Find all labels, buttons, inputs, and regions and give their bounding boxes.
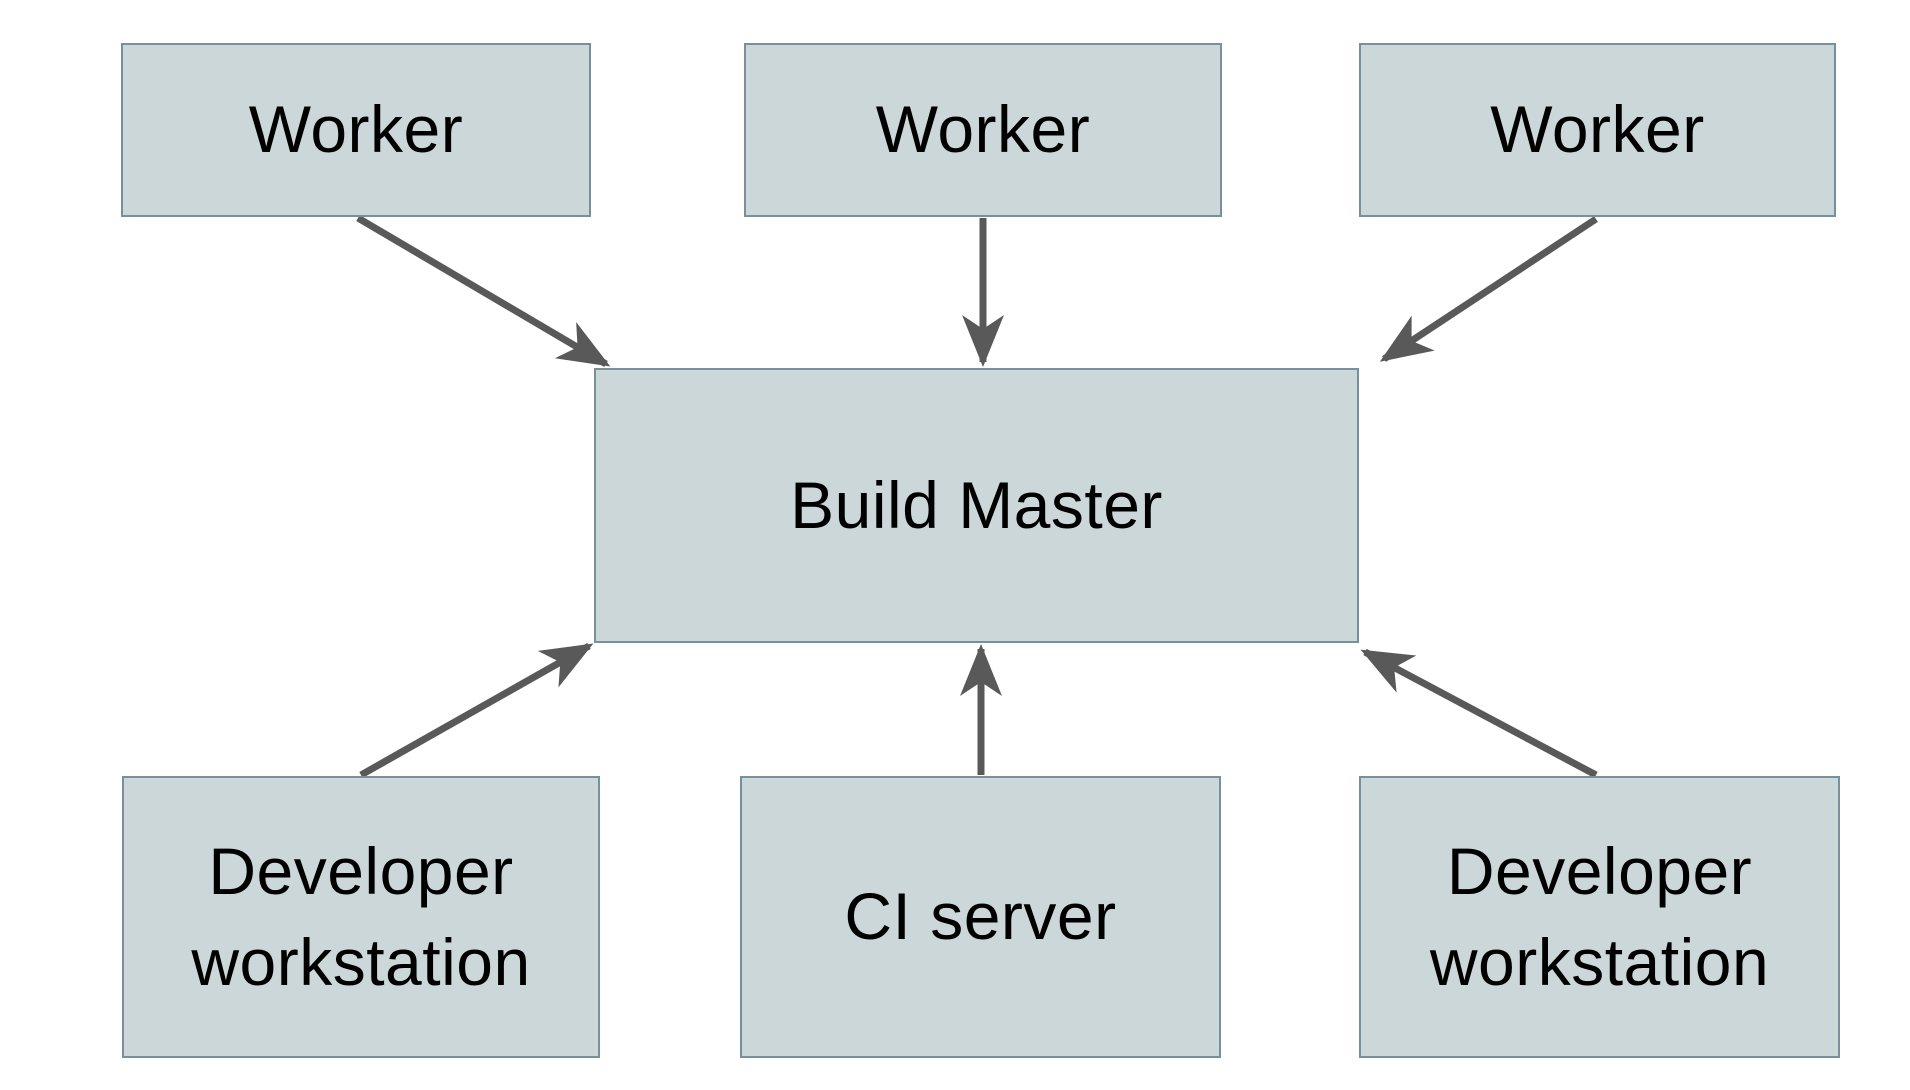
arrow-worker-1-to-build-master [356,214,611,368]
node-label: Developer workstation [1429,833,1770,999]
node-worker-3: Worker [1359,43,1836,217]
node-developer-workstation-left: Developer workstation [122,776,600,1058]
node-label: Developer workstation [191,833,531,999]
node-developer-workstation-right: Developer workstation [1359,776,1840,1058]
node-worker-2: Worker [744,43,1222,217]
node-worker-1: Worker [121,43,591,217]
node-label: CI server [844,879,1117,954]
node-build-master: Build Master [594,368,1359,643]
node-label: Worker [1490,92,1705,167]
arrow-developer-workstation-left-to-build-master [359,642,594,779]
node-label: Worker [875,92,1091,167]
node-label: Worker [248,92,464,167]
node-label: Build Master [790,467,1163,542]
arrow-worker-3-to-build-master [1379,216,1598,362]
node-ci-server: CI server [740,776,1221,1058]
arrow-developer-workstation-right-to-build-master [1360,648,1598,779]
